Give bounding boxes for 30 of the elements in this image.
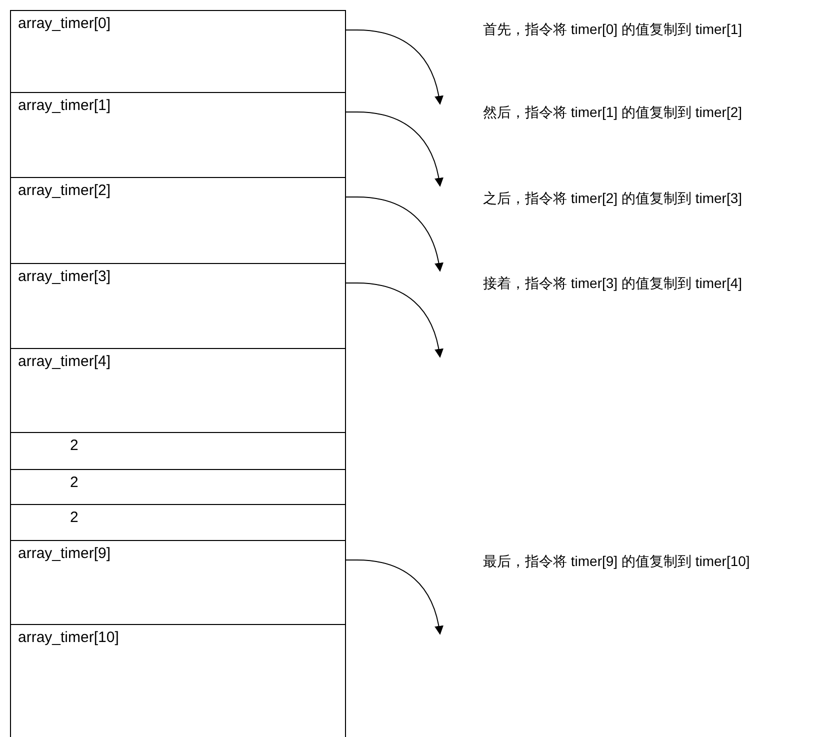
annotation-text: 接着，指令将 timer[3] 的值复制到 timer[4] [483, 274, 744, 293]
curved-arrow [346, 112, 444, 187]
cell-label: array_timer[0] [18, 15, 111, 33]
array-cell [10, 504, 346, 540]
cell-label: 2 [70, 474, 78, 492]
curved-arrow [346, 196, 444, 272]
cell-label: array_timer[10] [18, 629, 119, 647]
array-cell [10, 92, 346, 177]
curved-arrow [346, 560, 444, 635]
array-cell [10, 177, 346, 263]
cell-label: array_timer[9] [18, 545, 111, 563]
array-cell [10, 348, 346, 432]
array-cell [10, 432, 346, 469]
curved-arrow [346, 30, 444, 105]
curved-arrow [346, 282, 444, 358]
cell-label: array_timer[4] [18, 353, 111, 371]
annotation-text: 最后，指令将 timer[9] 的值复制到 timer[10] [483, 552, 751, 571]
annotation-text: 然后，指令将 timer[1] 的值复制到 timer[2] [483, 103, 744, 122]
array-cell [10, 540, 346, 624]
annotation-text: 首先，指令将 timer[0] 的值复制到 timer[1] [483, 20, 744, 39]
array-cell [10, 10, 346, 92]
cell-label: array_timer[3] [18, 268, 111, 286]
annotation-text: 之后，指令将 timer[2] 的值复制到 timer[3] [483, 189, 744, 208]
cell-label: 2 [70, 437, 78, 455]
cell-label: 2 [70, 509, 78, 527]
array-cell [10, 469, 346, 504]
array-cell [10, 624, 346, 737]
cell-label: array_timer[1] [18, 97, 111, 115]
cell-label: array_timer[2] [18, 182, 111, 200]
array-cell [10, 263, 346, 348]
